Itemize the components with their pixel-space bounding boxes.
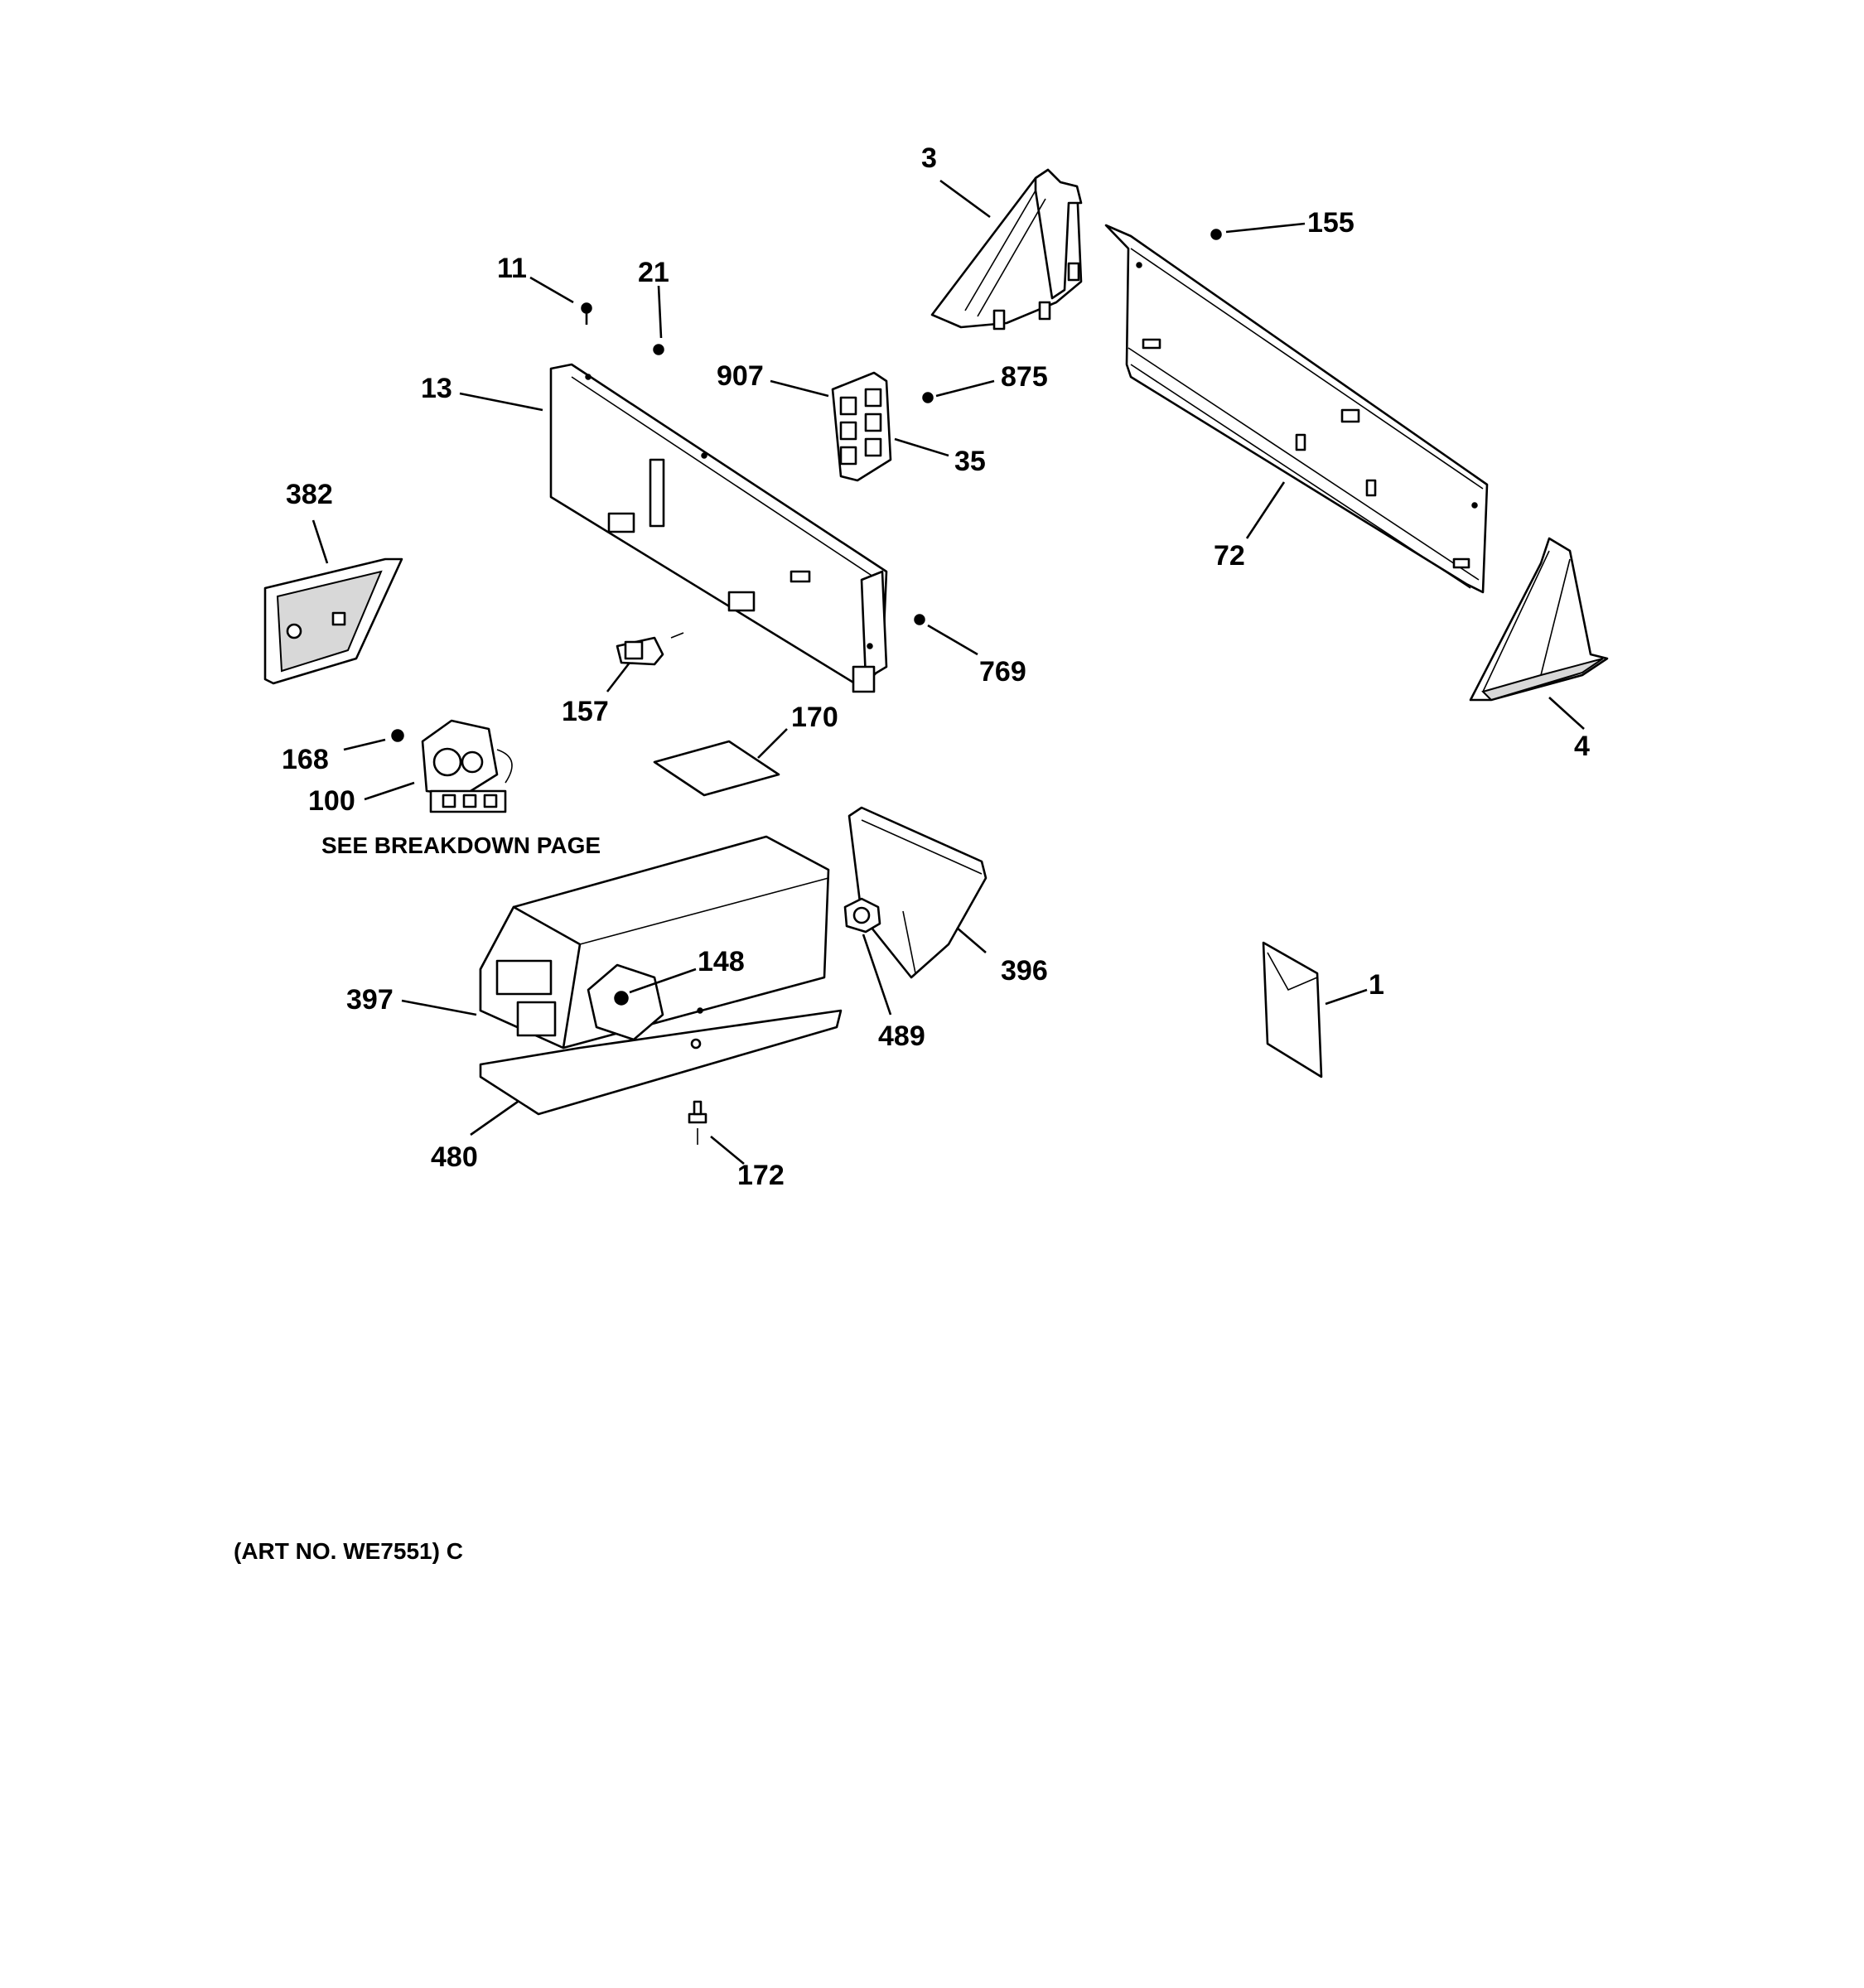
part-382-cover-plate	[263, 557, 403, 685]
part-168-screw	[391, 729, 404, 742]
label-3: 3	[921, 142, 937, 174]
label-35: 35	[954, 446, 986, 477]
label-396: 396	[1001, 955, 1048, 987]
label-13: 13	[421, 373, 452, 404]
label-100: 100	[308, 785, 355, 817]
see-breakdown-note: SEE BREAKDOWN PAGE	[321, 832, 601, 858]
part-907-terminal-block	[831, 371, 892, 482]
label-155: 155	[1307, 207, 1355, 239]
label-72: 72	[1214, 540, 1245, 572]
part-480-base-plate	[479, 1009, 843, 1116]
part-4-end-bracket	[1469, 537, 1609, 702]
part-72-back-panel	[1104, 224, 1489, 594]
part-489-bushing	[843, 897, 881, 934]
label-4: 4	[1574, 731, 1590, 762]
part-1-literature	[1262, 941, 1323, 1078]
label-11: 11	[497, 253, 527, 284]
part-170-card	[653, 740, 780, 797]
part-21-screw	[653, 344, 664, 355]
part-875-screw	[922, 392, 934, 403]
part-769-screw	[914, 614, 925, 625]
label-148: 148	[698, 946, 745, 977]
part-11-screw	[581, 302, 592, 325]
part-100-timer	[421, 719, 513, 813]
label-907: 907	[717, 360, 764, 392]
part-172-foot	[688, 1100, 707, 1145]
part-155-screw	[1210, 229, 1222, 240]
label-489: 489	[878, 1021, 925, 1052]
label-21: 21	[638, 257, 669, 288]
part-157-switch	[616, 632, 684, 666]
leader-lines	[311, 179, 1585, 1165]
label-480: 480	[431, 1141, 478, 1173]
label-172: 172	[737, 1160, 785, 1191]
label-168: 168	[282, 744, 329, 775]
label-769: 769	[979, 656, 1026, 688]
label-875: 875	[1001, 361, 1048, 393]
art-number: (ART NO. WE7551) C	[234, 1538, 463, 1564]
label-382: 382	[286, 479, 333, 510]
part-labels: 3 155 11 21 907 875 13 35 72 382 769 157…	[282, 142, 1590, 1191]
label-170: 170	[791, 702, 838, 733]
label-157: 157	[562, 696, 609, 727]
part-397-housing	[479, 835, 830, 1049]
part-3-end-bracket	[930, 168, 1083, 331]
label-397: 397	[346, 984, 394, 1016]
part-13-control-panel	[549, 363, 888, 693]
label-1: 1	[1369, 969, 1384, 1001]
